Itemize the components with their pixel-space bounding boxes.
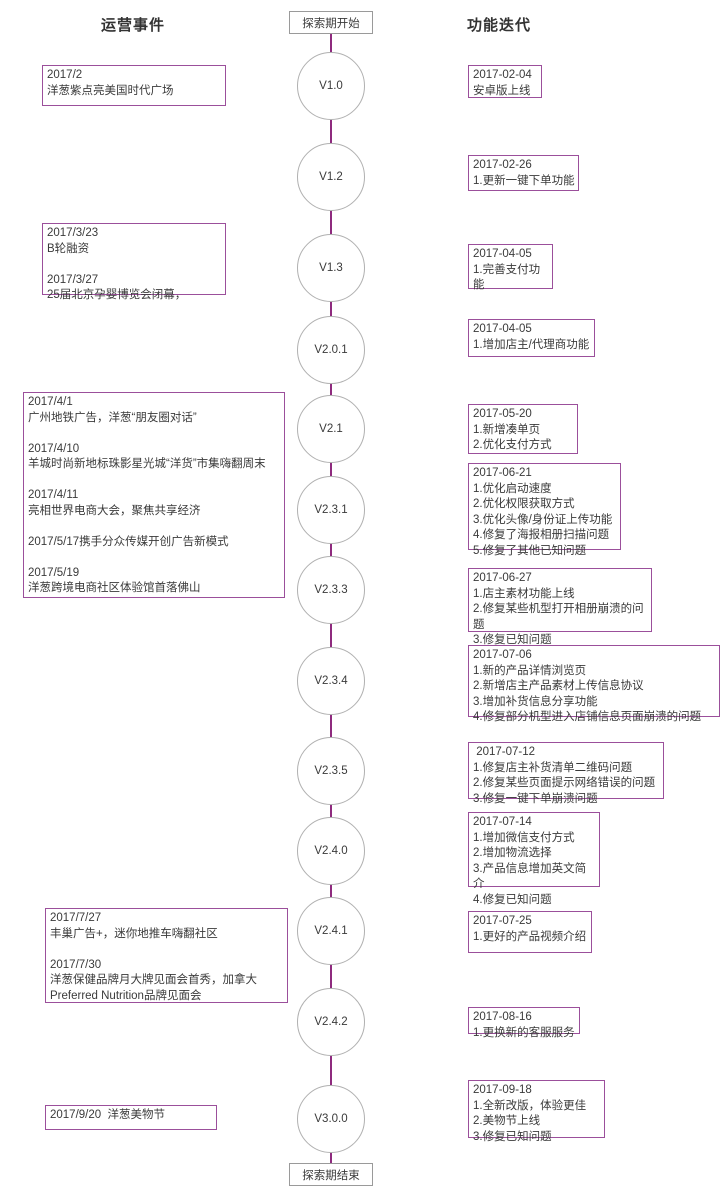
- operations-event-note-1: 2017/3/23 B轮融资 2017/3/27 25届北京孕婴博览会闭幕，: [42, 223, 226, 301]
- operations-event-note-3: 2017/7/27 丰巢广告+，迷你地推车嗨翻社区 2017/7/30 洋葱保健…: [45, 908, 288, 1003]
- version-node-v2-3-1[interactable]: V2.3.1: [297, 476, 365, 544]
- feature-iteration-note-11: 2017-08-16 1.更换新的客服服务: [468, 1007, 580, 1039]
- spine-segment-10: [330, 965, 332, 988]
- version-node-v1-2[interactable]: V1.2: [297, 143, 365, 211]
- operations-event-note-2: 2017/4/1 广州地铁广告，洋葱“朋友圈对话” 2017/4/10 羊城时尚…: [23, 392, 285, 598]
- feature-iteration-note-8: 2017-07-12 1.修复店主补货清单二维码问题 2.修复某些页面提示网络错…: [468, 742, 664, 805]
- column-title-operations: 运营事件: [101, 17, 166, 34]
- version-node-v2-3-3[interactable]: V2.3.3: [297, 556, 365, 624]
- version-node-v3-0-0[interactable]: V3.0.0: [297, 1085, 365, 1153]
- feature-iteration-note-7: 2017-07-06 1.新的产品详情浏览页 2.新增店主产品素材上传信息协议 …: [468, 645, 720, 723]
- spine-segment-end: [330, 1153, 332, 1163]
- terminal-end-box: 探索期结束: [289, 1163, 373, 1186]
- version-node-v2-1[interactable]: V2.1: [297, 395, 365, 463]
- version-node-v2-0-1[interactable]: V2.0.1: [297, 316, 365, 384]
- feature-iteration-note-3: 2017-04-05 1.增加店主/代理商功能: [468, 319, 595, 357]
- spine-segment-1: [330, 211, 332, 234]
- version-node-v1-3[interactable]: V1.3: [297, 234, 365, 302]
- operations-event-note-4: 2017/9/20 洋葱美物节: [45, 1105, 217, 1130]
- feature-iteration-note-9: 2017-07-14 1.增加微信支付方式 2.增加物流选择 3.产品信息增加英…: [468, 812, 600, 906]
- feature-iteration-note-10: 2017-07-25 1.更好的产品视频介绍: [468, 911, 592, 953]
- feature-iteration-note-4: 2017-05-20 1.新增凑单页 2.优化支付方式: [468, 404, 578, 454]
- feature-iteration-note-12: 2017-09-18 1.全新改版，体验更佳 2.美物节上线 3.修复已知问题: [468, 1080, 605, 1143]
- version-node-v2-4-1[interactable]: V2.4.1: [297, 897, 365, 965]
- feature-iteration-note-2: 2017-04-05 1.完善支付功能: [468, 244, 553, 291]
- spine-segment-start: [330, 34, 332, 52]
- spine-segment-5: [330, 544, 332, 556]
- terminal-start-box: 探索期开始: [289, 11, 373, 34]
- spine-segment-3: [330, 384, 332, 395]
- version-node-v2-4-0[interactable]: V2.4.0: [297, 817, 365, 885]
- spine-segment-6: [330, 624, 332, 647]
- feature-iteration-note-1: 2017-02-26 1.更新一键下单功能: [468, 155, 579, 191]
- spine-segment-2: [330, 302, 332, 316]
- version-node-v2-3-4[interactable]: V2.3.4: [297, 647, 365, 715]
- spine-segment-4: [330, 463, 332, 476]
- version-node-v2-4-2[interactable]: V2.4.2: [297, 988, 365, 1056]
- feature-iteration-note-6: 2017-06-27 1.店主素材功能上线 2.修复某些机型打开相册崩溃的问题 …: [468, 568, 652, 646]
- spine-segment-8: [330, 805, 332, 817]
- feature-iteration-note-0: 2017-02-04 安卓版上线: [468, 65, 542, 98]
- spine-segment-0: [330, 120, 332, 143]
- operations-event-note-0: 2017/2 洋葱紫点亮美国时代广场: [42, 65, 226, 106]
- version-node-v2-3-5[interactable]: V2.3.5: [297, 737, 365, 805]
- column-title-features: 功能迭代: [467, 17, 532, 34]
- spine-segment-9: [330, 885, 332, 897]
- version-node-v1-0[interactable]: V1.0: [297, 52, 365, 120]
- spine-segment-11: [330, 1056, 332, 1085]
- spine-segment-7: [330, 715, 332, 737]
- feature-iteration-note-5: 2017-06-21 1.优化启动速度 2.优化权限获取方式 3.优化头像/身份…: [468, 463, 621, 557]
